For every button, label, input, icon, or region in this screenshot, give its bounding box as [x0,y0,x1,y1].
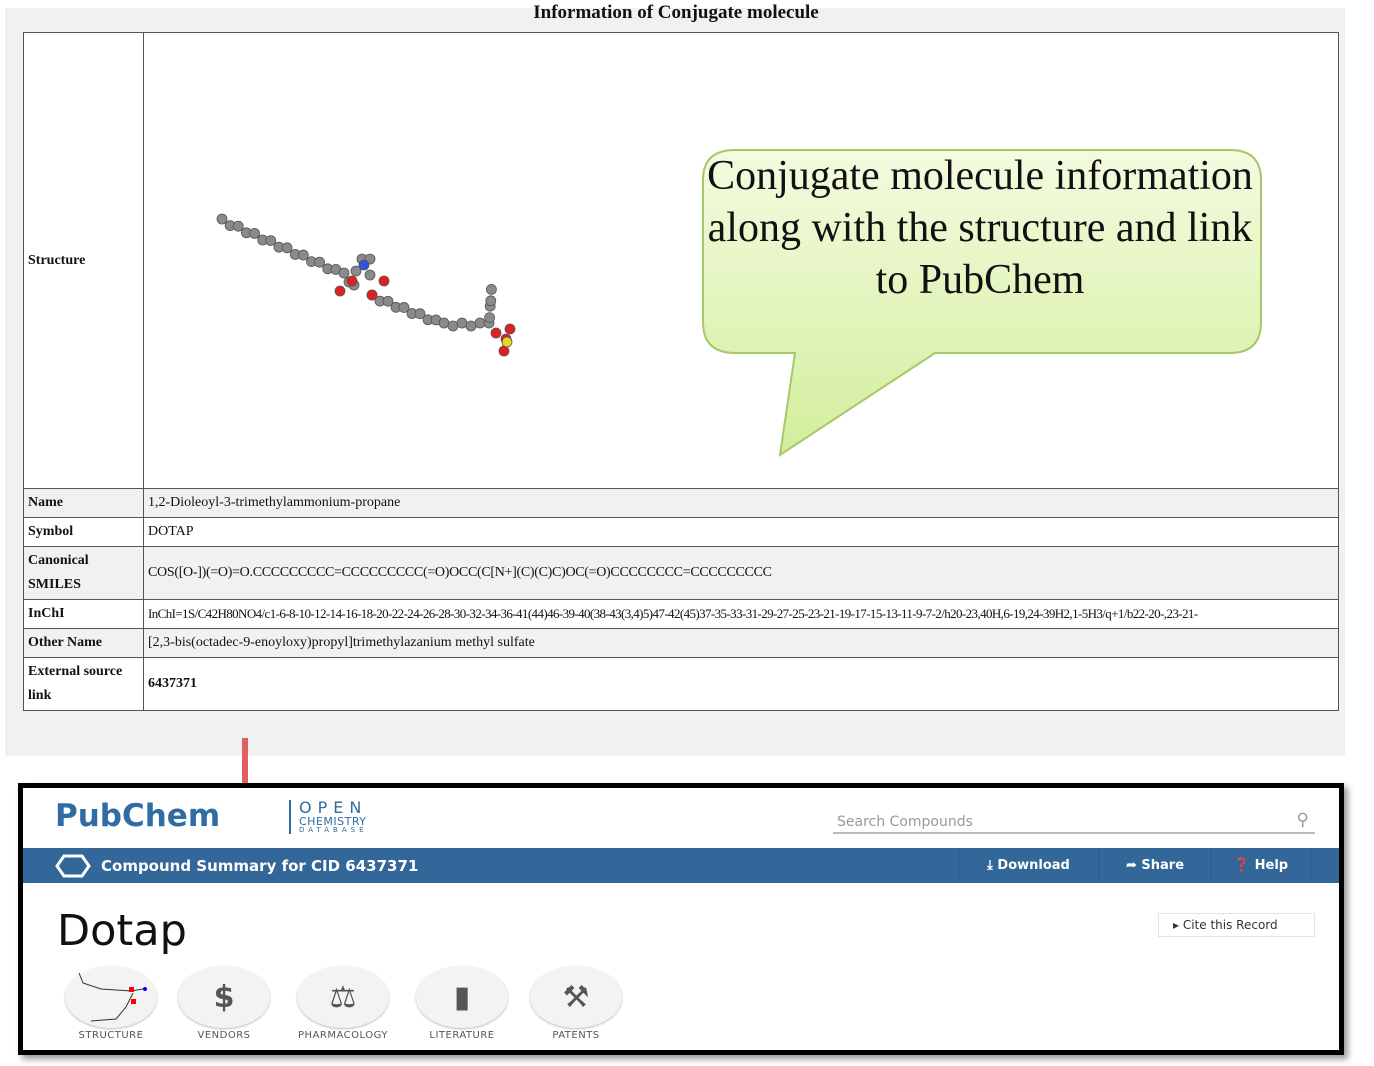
atom [438,317,450,329]
section-label: PATENTS [552,1030,600,1041]
atom [485,295,497,307]
atom [346,275,358,287]
atom [501,336,513,348]
tagline-open: OPEN [299,798,368,817]
logo-text: PubChem [55,798,221,834]
atom [484,312,496,324]
section-pharmacology[interactable]: ⚖ PHARMACOLOGY [297,966,389,1041]
section-label: PHARMACOLOGY [298,1030,388,1041]
compound-summary-title: Compound Summary for CID 6437371 [101,857,419,875]
section-structure[interactable]: STRUCTURE [65,966,157,1041]
atom [366,289,378,301]
section-label: LITERATURE [429,1030,495,1041]
pharmacy-bowl-icon: ⚖ [297,966,389,1028]
molecule-structure-image [216,213,516,357]
other-name-label: Other Name [23,628,144,658]
inchi-value: InChI=1S/C42H80NO4/c1-6-8-10-12-14-16-18… [143,599,1339,629]
section-literature[interactable]: ▮ LITERATURE [416,966,508,1041]
atom [447,320,459,332]
structure-thumbnail-icon [65,966,157,1028]
search-input[interactable]: Search Compounds ⚲ [833,810,1315,834]
atom [216,213,228,225]
callout-text: Conjugate molecule information along wit… [707,153,1253,303]
compound-name-heading: Dotap [57,906,187,956]
help-button[interactable]: ❓ Help [1211,848,1311,883]
atom [249,227,260,239]
tagline-chemistry: CHEMISTRY [299,815,367,828]
symbol-label: Symbol [23,517,144,547]
atom [456,317,468,329]
share-icon: ➦ [1125,858,1137,873]
name-value: 1,2-Dioleoyl-3-trimethylammonium-propane [143,488,1339,518]
search-placeholder: Search Compounds [837,814,973,830]
atom [398,302,410,313]
atom [265,235,277,247]
atom [297,249,309,261]
download-label: Download [997,858,1070,873]
atom [350,265,362,277]
external-link-label: External source link [23,657,144,711]
panel-title: Information of Conjugate molecule [533,2,819,23]
atom [281,242,293,254]
external-link-value[interactable]: 6437371 [143,657,1339,711]
atom [232,220,244,232]
book-icon: ▮ [416,966,508,1028]
structure-label: Structure [23,32,144,489]
atom [504,323,516,335]
atom [498,345,510,357]
section-patents[interactable]: ⚒ PATENTS [530,966,622,1041]
share-label: Share [1141,858,1185,873]
pubchem-screenshot: PubChem OPEN CHEMISTRY DATABASE Search C… [18,783,1344,1055]
cite-label: Cite this Record [1182,918,1278,932]
search-icon[interactable]: ⚲ [1296,810,1309,830]
tagline-database: DATABASE [299,826,368,834]
open-chemistry-database-tagline: OPEN CHEMISTRY DATABASE [289,800,368,834]
section-label: STRUCTURE [78,1030,144,1041]
other-name-value: [2,3-bis(octadec-9-enoyloxy)propyl]trime… [143,628,1339,658]
compound-summary-bar: Compound Summary for CID 6437371 ⤓ Downl… [23,848,1339,883]
pubchem-logo[interactable]: PubChem [55,798,220,834]
atom [338,267,350,279]
download-button[interactable]: ⤓ Download [958,848,1098,883]
gavel-icon: ⚒ [530,966,622,1028]
atom [378,275,390,287]
cite-record-button[interactable]: ▸ Cite this Record [1158,913,1315,937]
share-button[interactable]: ➦ Share [1098,848,1211,883]
atom [465,320,477,332]
section-label: VENDORS [197,1030,251,1041]
atom [414,308,426,320]
dollar-icon: $ [178,966,270,1028]
hexagon-icon [55,854,91,878]
help-label: Help [1254,858,1289,873]
atom [474,317,486,329]
inchi-label: InChI [23,599,144,629]
atom [314,256,326,268]
name-label: Name [23,488,144,518]
download-icon: ⤓ [987,858,993,873]
symbol-value: DOTAP [143,517,1339,547]
section-vendors[interactable]: $ VENDORS [178,966,270,1041]
smiles-label: Canonical SMILES [23,546,144,600]
smiles-value: COS([O-])(=O)=O.CCCCCCCCC=CCCCCCCCC(=O)O… [143,546,1339,600]
atom [364,269,376,281]
atom [485,283,497,295]
atom [358,259,370,271]
atom [382,295,394,307]
help-icon: ❓ [1233,858,1251,873]
atom [490,327,502,339]
atom [334,285,346,297]
